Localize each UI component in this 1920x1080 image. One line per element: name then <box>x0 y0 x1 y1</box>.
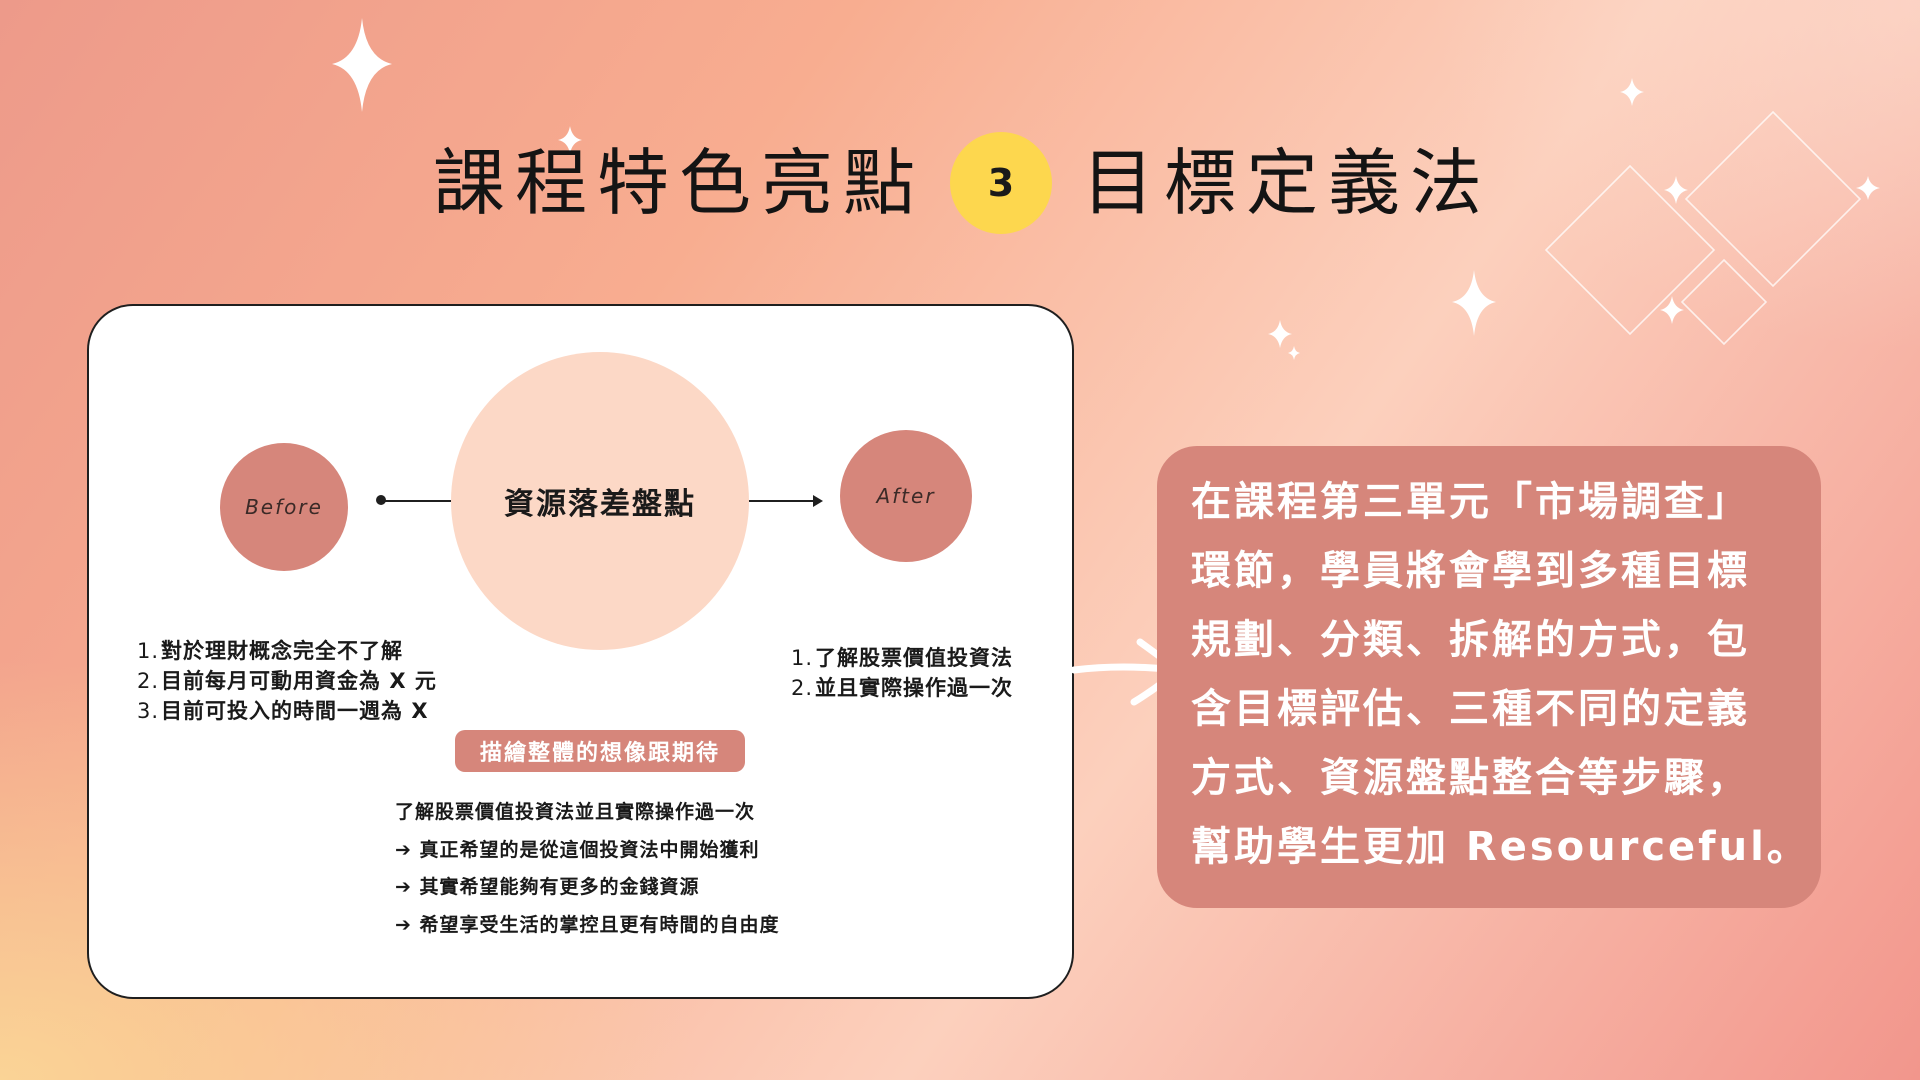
title-left: 課程特色亮點 <box>432 141 925 225</box>
title-row: 課程特色亮點 3 目標定義法 <box>0 130 1920 240</box>
step-number-badge: 3 <box>950 132 1052 234</box>
sparkle-icon <box>332 18 392 112</box>
diagram-card: Before 資源落差盤點 After 1.對於理財概念完全不了解 2.目前每月… <box>87 304 1074 999</box>
list-item: 2.目前每月可動用資金為 X 元 <box>137 669 437 693</box>
list-item: 2.並且實際操作過一次 <box>791 676 1014 700</box>
callout-box: 在課程第三單元「市場調查」 環節，學員將會學到多種目標 規劃、分類、拆解的方式，… <box>1157 446 1821 908</box>
detail-line: 了解股票價值投資法並且實際操作過一次 <box>395 801 756 823</box>
after-label: After <box>876 484 936 508</box>
sparkle-icon <box>1452 270 1496 336</box>
list-item: 1.了解股票價值投資法 <box>791 646 1014 670</box>
title-right: 目標定義法 <box>1082 141 1493 225</box>
callout-line: 含目標評估、三種不同的定義 <box>1191 686 1750 732</box>
sparkle-icon <box>1620 78 1644 106</box>
after-list: 1.了解股票價值投資法 2.並且實際操作過一次 <box>791 643 1013 703</box>
connector-line-right <box>747 500 815 502</box>
sparkle-icon <box>1660 296 1684 324</box>
connector-dot <box>376 495 386 505</box>
connector-line-left <box>383 500 453 502</box>
list-item: 1.對於理財概念完全不了解 <box>137 639 404 663</box>
callout-line: 方式、資源盤點整合等步驟， <box>1191 755 1750 801</box>
before-circle: Before <box>220 443 348 571</box>
after-circle: After <box>840 430 972 562</box>
center-circle: 資源落差盤點 <box>451 352 749 650</box>
sparkle-icon <box>1288 346 1300 360</box>
center-label: 資源落差盤點 <box>504 487 696 522</box>
callout-line: 規劃、分類、拆解的方式，包 <box>1191 617 1750 663</box>
detail-line: ➔ 真正希望的是從這個投資法中開始獲利 <box>395 838 760 861</box>
detail-line: ➔ 其實希望能夠有更多的金錢資源 <box>395 876 700 898</box>
sparkle-icon <box>1268 320 1292 348</box>
list-item: 3.目前可投入的時間一週為 X <box>137 699 429 723</box>
vision-pill: 描繪整體的想像跟期待 <box>455 730 745 772</box>
callout-line: 幫助學生更加 Resourceful。 <box>1191 824 1810 870</box>
callout-line: 在課程第三單元「市場調查」 <box>1191 479 1750 525</box>
before-list: 1.對於理財概念完全不了解 2.目前每月可動用資金為 X 元 3.目前可投入的時… <box>137 636 437 726</box>
detail-line: ➔ 希望享受生活的掌控且更有時間的自由度 <box>395 913 780 936</box>
arrowhead-icon <box>813 495 823 507</box>
before-label: Before <box>245 495 323 519</box>
detail-list: 了解股票價值投資法並且實際操作過一次 ➔ 真正希望的是從這個投資法中開始獲利 ➔… <box>395 794 780 944</box>
callout-line: 環節，學員將會學到多種目標 <box>1191 548 1750 594</box>
